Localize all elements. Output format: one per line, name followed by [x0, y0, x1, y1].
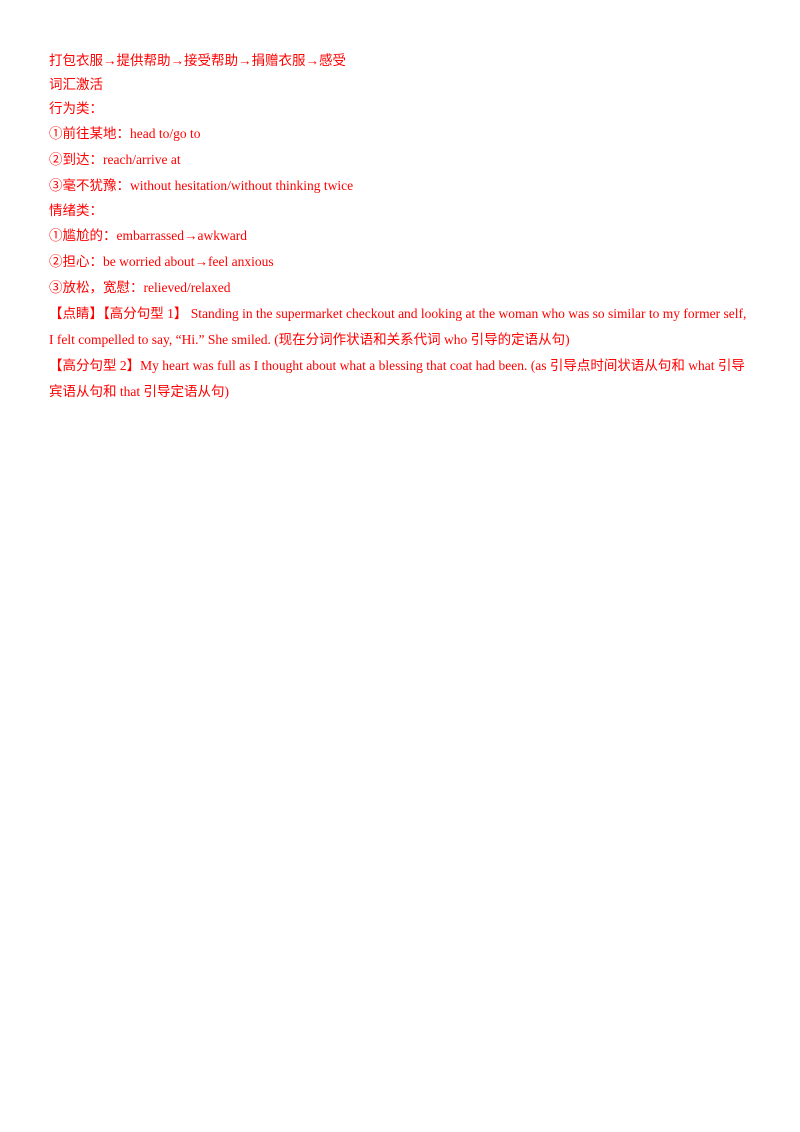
action-item: ③毫不犹豫：without hesitation/without thinkin…	[49, 178, 354, 193]
emotion-item: ②担心：be worried about→feel anxious	[49, 254, 274, 269]
vocab-heading: 词汇激活	[49, 77, 103, 92]
action-heading: 行为类：	[49, 101, 103, 116]
action-item: ①前往某地：head to/go to	[49, 126, 201, 141]
action-item: ②到达：reach/arrive at	[49, 152, 181, 167]
document-content: 打包衣服→提供帮助→接受帮助→捐赠衣服→感受 词汇激活 行为类： ①前往某地：h…	[49, 49, 749, 405]
emotion-item: ③放松，宽慰：relieved/relaxed	[49, 280, 231, 295]
highlight-sentence-2: 【高分句型 2】My heart was full as I thought a…	[49, 358, 745, 399]
flow-line: 打包衣服→提供帮助→接受帮助→捐赠衣服→感受	[49, 53, 346, 68]
emotion-heading: 情绪类：	[49, 203, 103, 218]
highlight-sentence-1: 【点睛】【高分句型 1】 Standing in the supermarket…	[49, 306, 747, 347]
emotion-item: ①尴尬的：embarrassed→awkward	[49, 228, 247, 243]
